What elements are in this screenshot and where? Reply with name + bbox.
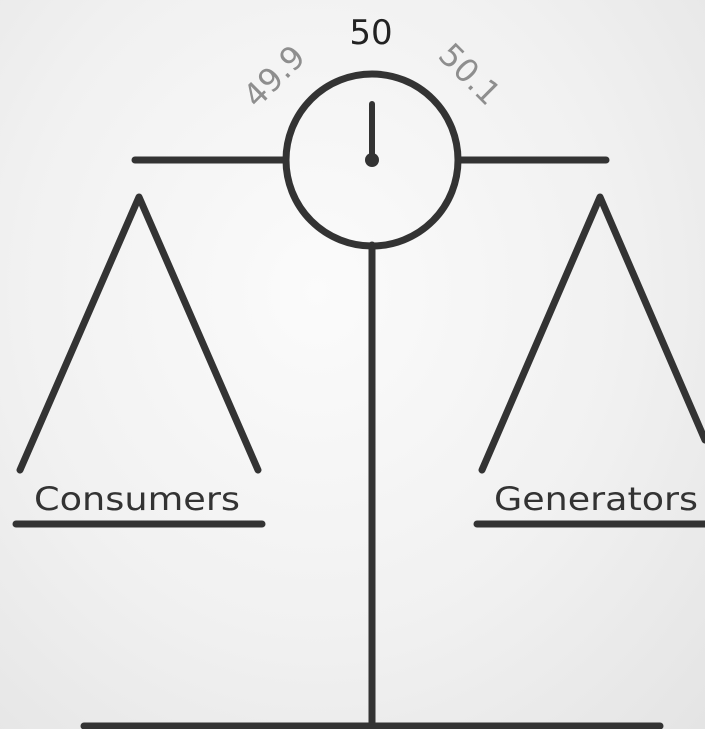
right-pan-hanger <box>482 197 705 470</box>
gauge-pivot <box>365 153 379 167</box>
dial-value-center: 50 <box>349 13 392 53</box>
left-pan-hanger <box>20 197 258 470</box>
right-pan-label: Generators <box>494 480 698 518</box>
dial-value-right: 50.1 <box>431 36 508 113</box>
left-pan-label: Consumers <box>34 480 240 518</box>
dial-value-left: 49.9 <box>236 38 313 115</box>
